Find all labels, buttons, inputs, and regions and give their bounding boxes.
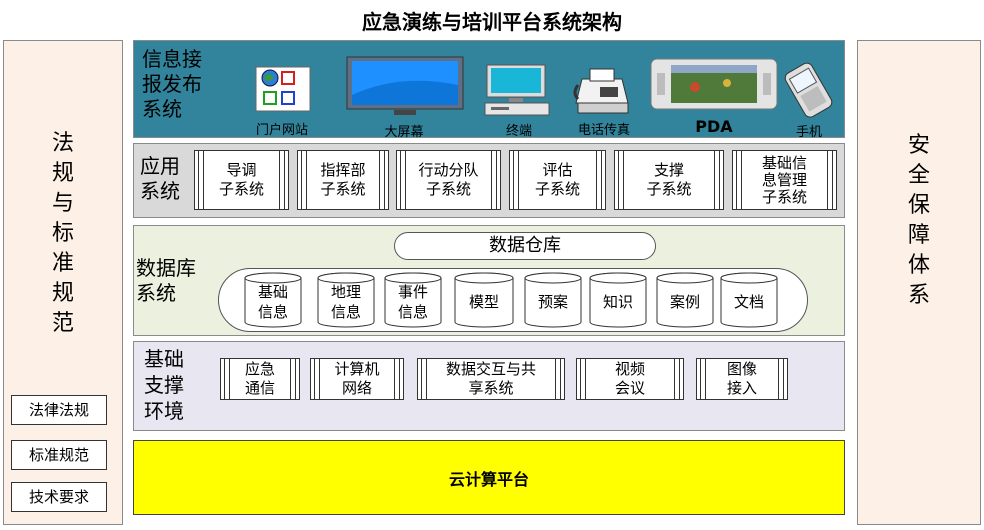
portal-label: 门户网站 <box>255 123 308 138</box>
database-cylinder: 文档 <box>720 272 778 328</box>
action-team-subsystem: 行动分队 子系统 <box>396 150 501 210</box>
pda-device: PDA <box>649 55 779 137</box>
database-icon <box>384 272 442 328</box>
data-exchange-sharing-box: 数据交互与共 享系统 <box>417 358 565 400</box>
database-cylinder: 案例 <box>656 272 714 328</box>
support-environment-layer: 基础 支撑 环境 应急 通信 计算机 网络 数据交互与共 享系统 视频 会议 图… <box>133 341 845 431</box>
database-label: 预案 <box>537 293 568 311</box>
support-item-label: 图像 接入 <box>726 360 757 397</box>
database-icon <box>656 272 714 328</box>
subsystem-label: 导调 子系统 <box>218 161 264 198</box>
info-publishing-label: 信息接 报发布 系统 <box>142 47 202 121</box>
computer-network-box: 计算机 网络 <box>310 358 404 400</box>
database-layer: 数据库 系统 数据仓库 基础 信息 地理 信息 事件 信息 模型 预案 知识 案例 文档 <box>133 225 845 336</box>
database-label: 地理 信息 <box>330 283 361 321</box>
title-char: 准 <box>51 251 74 276</box>
database-label: 数据库 系统 <box>136 256 196 305</box>
support-environment-label: 基础 支撑 环境 <box>144 347 184 423</box>
pda-label: PDA <box>695 117 733 136</box>
fax-device: 电话传真 <box>564 65 644 138</box>
database-label: 案例 <box>669 293 700 311</box>
title-char: 保 <box>907 193 930 218</box>
terminal-label: 终端 <box>505 124 532 139</box>
title-char: 法 <box>51 131 74 156</box>
database-label: 文档 <box>733 293 764 311</box>
standards-box: 标准规范 <box>11 440 107 470</box>
title-char: 规 <box>51 281 74 306</box>
database-cylinder: 知识 <box>589 272 647 328</box>
database-cylinder: 预案 <box>524 272 582 328</box>
security-system-panel: 安 全 保 障 体 系 <box>857 40 981 525</box>
portal-icon <box>255 66 311 112</box>
database-cylinder: 地理 信息 <box>317 272 375 328</box>
database-label: 事件 信息 <box>397 283 428 321</box>
database-icon <box>317 272 375 328</box>
title-char: 规 <box>51 161 74 186</box>
database-cylinder: 基础 信息 <box>244 272 302 328</box>
directing-subsystem: 导调 子系统 <box>194 150 289 210</box>
support-item-label: 应急 通信 <box>244 360 275 397</box>
data-warehouse: 数据仓库 <box>394 232 656 260</box>
evaluation-subsystem: 评估 子系统 <box>509 150 606 210</box>
laws-standards-panel: 法 规 与 标 准 规 范 法律法规 标准规范 技术要求 <box>3 40 123 525</box>
title-char: 系 <box>907 283 930 308</box>
subsystem-label: 基础信 息管理 子系统 <box>761 153 807 206</box>
mobile-phone-label: 手机 <box>795 125 822 140</box>
terminal-icon <box>484 64 550 116</box>
subsystem-label: 行动分队 子系统 <box>418 161 479 198</box>
database-icon <box>589 272 647 328</box>
diagram-title: 应急演练与培训平台系统架构 <box>362 10 622 34</box>
database-label: 知识 <box>602 293 633 311</box>
support-item-label: 数据交互与共 享系统 <box>445 360 536 397</box>
subsystem-label: 评估 子系统 <box>534 161 580 198</box>
pda-icon <box>650 58 778 110</box>
big-screen-icon <box>346 56 464 115</box>
info-publishing-layer: 信息接 报发布 系统 门户网站 大屏幕 终端 <box>133 40 845 140</box>
image-access-box: 图像 接入 <box>696 358 788 400</box>
big-screen-device: 大屏幕 <box>339 55 469 140</box>
title-char: 障 <box>907 223 930 248</box>
terminal-device: 终端 <box>479 61 559 139</box>
application-label: 应用 系统 <box>140 154 180 203</box>
title-char: 全 <box>907 163 930 188</box>
database-icon <box>244 272 302 328</box>
title-char: 安 <box>907 133 930 158</box>
laws-standards-title: 法 规 与 标 准 规 范 <box>4 129 122 339</box>
laws-regulations-box: 法律法规 <box>11 395 107 425</box>
database-label: 模型 <box>468 293 499 311</box>
database-icon <box>524 272 582 328</box>
application-layer: 应用 系统 导调 子系统 指挥部 子系统 行动分队 子系统 评估 子系统 支撑 … <box>133 143 845 218</box>
fax-label: 电话传真 <box>577 123 630 138</box>
video-conference-box: 视频 会议 <box>576 358 684 400</box>
subsystem-label: 指挥部 子系统 <box>320 161 366 198</box>
mobile-phone-device: 手机 <box>774 61 844 140</box>
emergency-communication-box: 应急 通信 <box>220 358 300 400</box>
title-char: 范 <box>51 311 74 336</box>
cloud-platform-label: 云计算平台 <box>448 469 529 489</box>
database-cylinder: 模型 <box>454 272 514 328</box>
basic-info-management-subsystem: 基础信 息管理 子系统 <box>732 150 837 210</box>
support-subsystem: 支撑 子系统 <box>614 150 724 210</box>
database-label: 基础 信息 <box>257 283 288 321</box>
title-char: 体 <box>907 253 930 278</box>
big-screen-label: 大屏幕 <box>384 125 424 140</box>
portal-device: 门户网站 <box>242 63 322 138</box>
title-char: 标 <box>51 221 74 246</box>
database-icon <box>720 272 778 328</box>
security-system-title: 安 全 保 障 体 系 <box>858 131 980 311</box>
support-item-label: 视频 会议 <box>614 360 645 397</box>
cloud-platform-layer: 云计算平台 <box>133 440 845 515</box>
database-cylinder: 事件 信息 <box>384 272 442 328</box>
headquarters-subsystem: 指挥部 子系统 <box>297 150 389 210</box>
fax-icon <box>573 68 629 114</box>
technical-requirements-box: 技术要求 <box>11 482 107 512</box>
subsystem-label: 支撑 子系统 <box>646 161 692 198</box>
support-item-label: 计算机 网络 <box>334 360 380 397</box>
title-char: 与 <box>51 191 74 216</box>
mobile-phone-icon <box>784 62 833 118</box>
database-icon <box>454 272 514 328</box>
